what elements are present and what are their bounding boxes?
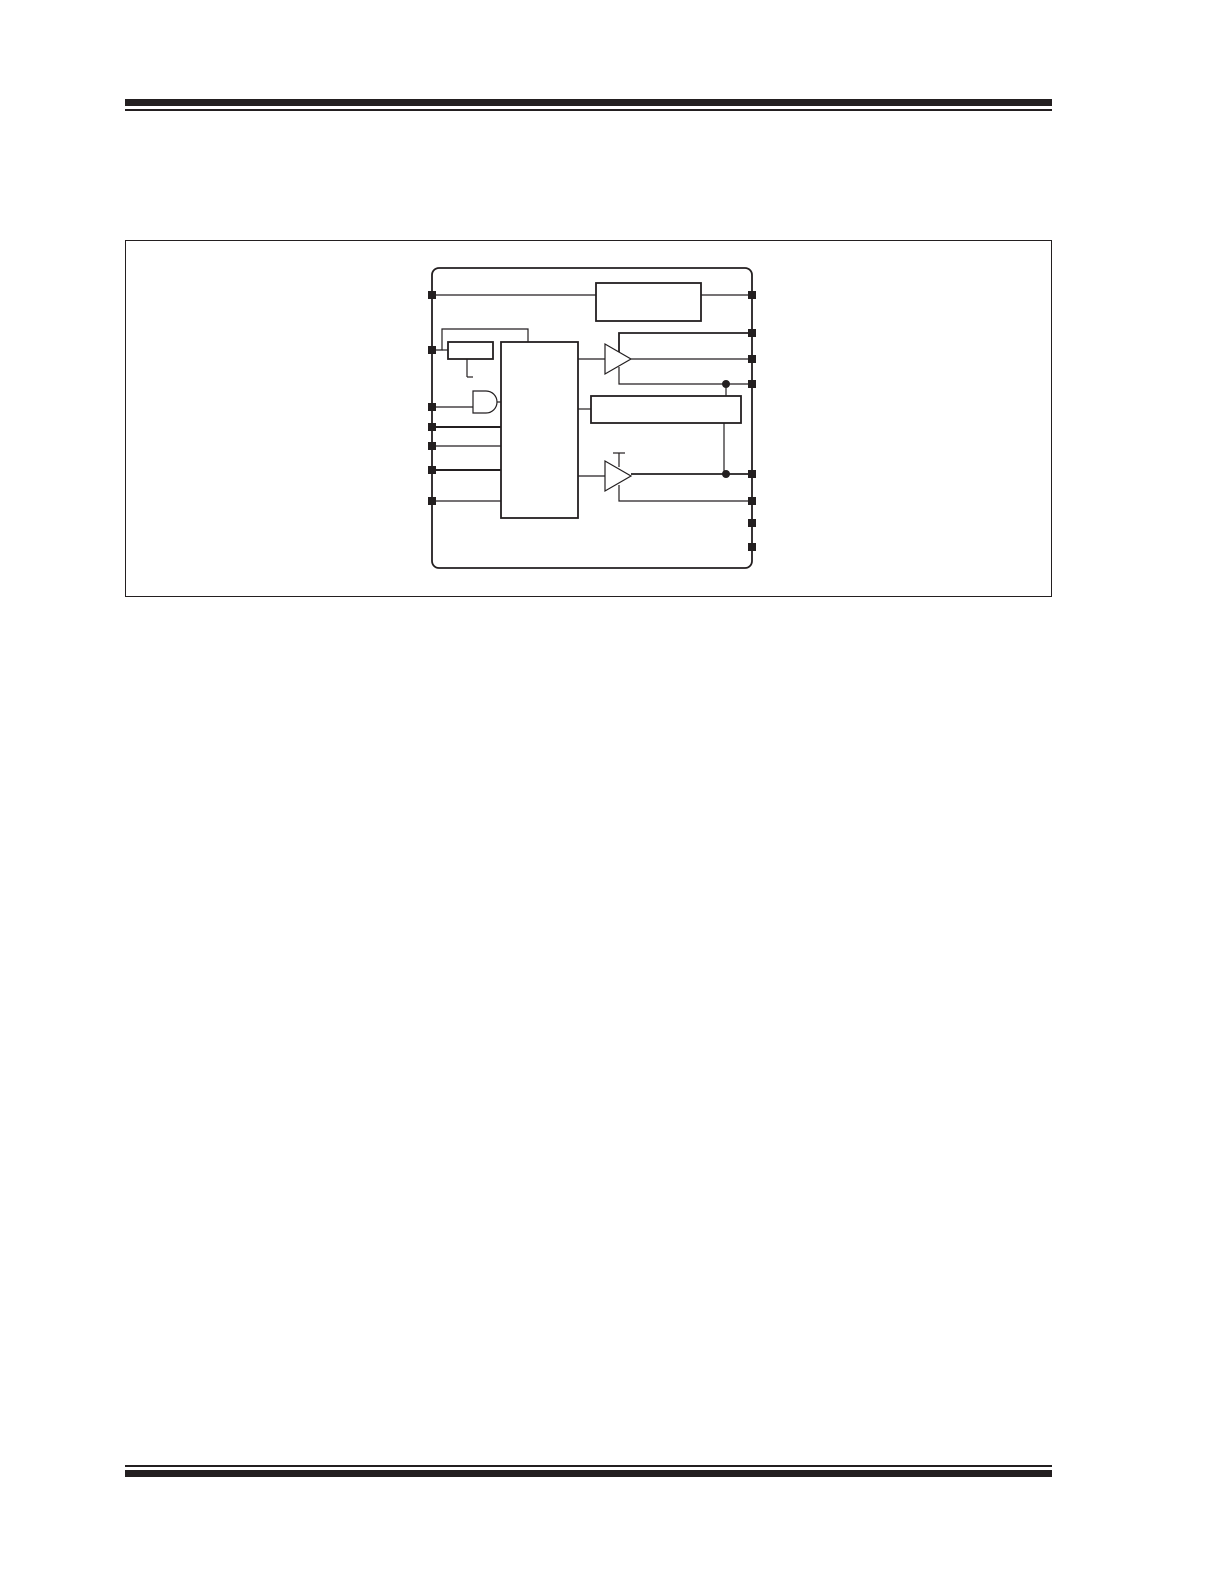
right-pin xyxy=(748,470,756,478)
top-block xyxy=(595,282,702,322)
and-gate xyxy=(472,390,498,414)
junction-dot xyxy=(722,380,730,388)
lower-amplifier xyxy=(604,459,633,493)
right-pin xyxy=(748,291,756,299)
left-pin xyxy=(428,497,436,505)
header-rule xyxy=(125,99,1052,106)
right-pin xyxy=(748,519,756,527)
left-pin xyxy=(428,423,436,431)
left-pin xyxy=(428,442,436,450)
footer-rule xyxy=(125,1470,1052,1477)
figure-frame xyxy=(125,240,1052,597)
right-pin xyxy=(748,497,756,505)
middle-block xyxy=(590,395,742,424)
footer-rule-thin xyxy=(125,1465,1052,1467)
right-pin xyxy=(748,380,756,388)
small-block xyxy=(447,341,494,360)
left-pin xyxy=(428,403,436,411)
center-block xyxy=(500,341,579,519)
left-pin xyxy=(428,346,436,354)
left-pin xyxy=(428,291,436,299)
header-rule-thin xyxy=(125,109,1052,111)
left-pin xyxy=(428,466,436,474)
block-diagram xyxy=(428,267,756,569)
right-pin xyxy=(748,355,756,363)
junction-dot xyxy=(722,470,730,478)
package-outline xyxy=(431,267,753,569)
right-pin xyxy=(748,543,756,551)
upper-amplifier xyxy=(604,342,633,376)
right-pin xyxy=(748,329,756,337)
